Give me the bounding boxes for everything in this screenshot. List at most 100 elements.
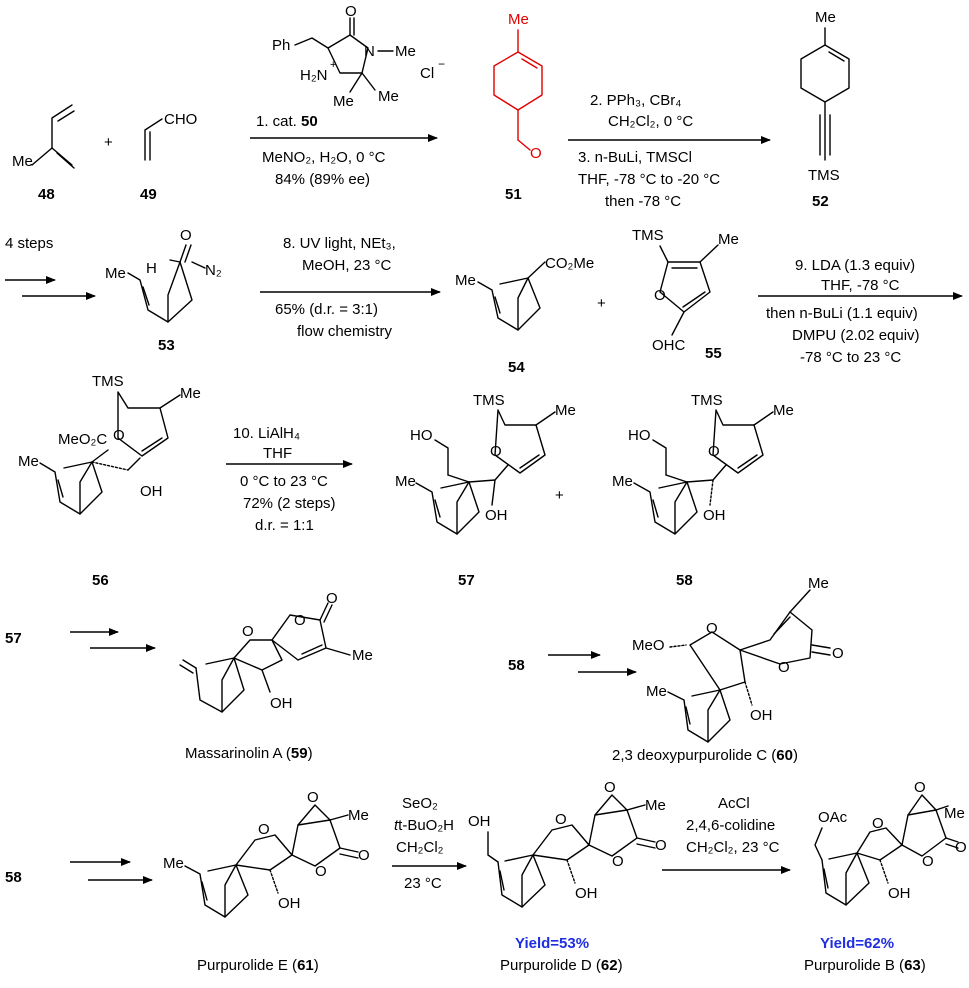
epoxide-o-62: O <box>604 779 616 796</box>
me-label-61b: Me <box>348 807 369 824</box>
me-label-55: Me <box>718 231 739 248</box>
tbuo2h-label: tt-BuO₂H <box>394 817 454 834</box>
carbonyl-o-60: O <box>832 645 844 662</box>
caption-61: Purpurolide E (61) <box>197 957 319 974</box>
ohc-label-55: OHC <box>652 337 686 354</box>
compound-51-label: 51 <box>505 186 522 203</box>
purpurolide-e-61: Me O O O O Me OH <box>163 789 370 918</box>
tms-label-57: TMS <box>473 392 505 409</box>
carbonyl-o-63: O <box>955 839 967 856</box>
tms-label-58: TMS <box>691 392 723 409</box>
me-label-60: Me <box>646 683 667 700</box>
furaldehyde-55: TMS Me O OHC <box>632 227 739 354</box>
oh-label-62b: OH <box>575 885 598 902</box>
ho-label-57: HO <box>410 427 433 444</box>
step10-line5: d.r. = 1:1 <box>255 517 314 534</box>
step1-line1: 1. cat. 50 <box>256 113 318 130</box>
compound-57-start: 57 <box>5 630 22 647</box>
gem-me-2: Me <box>333 93 354 110</box>
tms-label-52: TMS <box>808 167 840 184</box>
step2-line2: CH₂Cl₂, 0 °C <box>608 113 693 130</box>
me-label-63: Me <box>944 805 965 822</box>
me-label-54: Me <box>455 272 476 289</box>
me-label-52: Me <box>815 9 836 26</box>
diazoketone-53: Me O N₂ H <box>105 227 222 323</box>
oh-label-56: OH <box>140 483 163 500</box>
h-label-53: H <box>146 260 157 277</box>
tms-label-56: TMS <box>92 373 124 390</box>
compound-58-start-a: 58 <box>508 657 525 674</box>
oh-label-61: OH <box>278 895 301 912</box>
colidine-label: 2,4,6-colidine <box>686 817 775 834</box>
meo-label-60: MeO <box>632 637 665 654</box>
caption-63: Purpurolide B (63) <box>804 957 926 974</box>
n-methyl-label: Me <box>395 43 416 60</box>
ring-o-63b: O <box>922 853 934 870</box>
caption-60: 2,3 deoxypurpurolide C (60) <box>612 747 798 764</box>
seo2-label: SeO₂ <box>402 795 438 812</box>
yield-62: Yield=53% <box>515 935 589 952</box>
step8-line1: 8. UV light, NEt₃, <box>283 235 396 252</box>
ring-o-61a: O <box>258 821 270 838</box>
purpurolide-b-63: OAc O O O O Me OH <box>814 779 967 906</box>
oh-label-59: OH <box>270 695 293 712</box>
cho-label: CHO <box>164 111 197 128</box>
step2-line1: 2. PPh₃, CBr₄ <box>590 92 681 109</box>
compound-48-label: 48 <box>38 186 55 203</box>
ring-o-61b: O <box>315 863 327 880</box>
step3-line1: 3. n-BuLi, TMSCl <box>578 149 692 166</box>
compound-54-label: 54 <box>508 359 525 376</box>
me-label-56: Me <box>180 385 201 402</box>
me-label-57: Me <box>555 402 576 419</box>
compound-58-start-b: 58 <box>5 869 22 886</box>
oh-label-57: OH <box>485 507 508 524</box>
alkyne-52: Me TMS <box>800 9 850 184</box>
compound-52-label: 52 <box>812 193 829 210</box>
compound-53-label: 53 <box>158 337 175 354</box>
ch2cl2-label: CH₂Cl₂ <box>396 839 444 856</box>
oh-label-62a: OH <box>468 813 491 830</box>
me-label-61: Me <box>163 855 184 872</box>
me-label-51: Me <box>508 11 529 28</box>
gem-me-1: Me <box>378 88 399 105</box>
acrolein-49: CHO <box>144 111 197 161</box>
compound-49-label: 49 <box>140 186 157 203</box>
step9-line3: then n-BuLi (1.1 equiv) <box>766 305 918 322</box>
o-label-59: O <box>242 623 254 640</box>
h2n-label: H₂N <box>300 67 328 84</box>
step3-line2: THF, -78 °C to -20 °C <box>578 171 720 188</box>
epoxide-o-61: O <box>307 789 319 806</box>
n-label: N <box>364 43 375 60</box>
caption-59: Massarinolin A (59) <box>185 745 313 762</box>
ring-o-60b: O <box>778 659 790 676</box>
plus-3: + <box>555 487 564 504</box>
ester-54: Me CO₂Me <box>455 255 594 331</box>
co2me-label-54: CO₂Me <box>545 255 594 272</box>
meo2c-label-56: MeO₂C <box>58 431 107 448</box>
ph-label: Ph <box>272 37 290 54</box>
chloride-label: Cl <box>420 65 434 82</box>
oh-label-60: OH <box>750 707 773 724</box>
me-label-59: Me <box>352 647 373 664</box>
ring-o-60a: O <box>706 620 718 637</box>
four-steps: 4 steps <box>5 235 53 252</box>
step1-line2: MeNO₂, H₂O, 0 °C <box>262 149 386 166</box>
aldehyde-51: Me O <box>493 11 543 162</box>
purpurolide-d-62: OH O O O O Me OH <box>468 779 667 908</box>
caption-62: Purpurolide D (62) <box>500 957 623 974</box>
plus-1: + <box>104 134 113 151</box>
step10-line3: 0 °C to 23 °C <box>240 473 328 490</box>
carbonyl-o-61: O <box>358 847 370 864</box>
o-label-51: O <box>530 145 542 162</box>
ho-label-58: HO <box>628 427 651 444</box>
step10-line1: 10. LiAlH₄ <box>233 425 300 442</box>
epoxide-o-63: O <box>914 779 926 796</box>
me-label-56b: Me <box>18 453 39 470</box>
yield-63: Yield=62% <box>820 935 894 952</box>
ch2cl2-23-label: CH₂Cl₂, 23 °C <box>686 839 780 856</box>
o-label-57: O <box>490 443 502 460</box>
compound-56-label: 56 <box>92 572 109 589</box>
step1-line3: 84% (89% ee) <box>275 171 370 188</box>
hydroxyester-56: TMS Me O MeO₂C Me OH <box>18 373 201 515</box>
diol-58: TMS Me O HO Me OH <box>612 392 794 535</box>
